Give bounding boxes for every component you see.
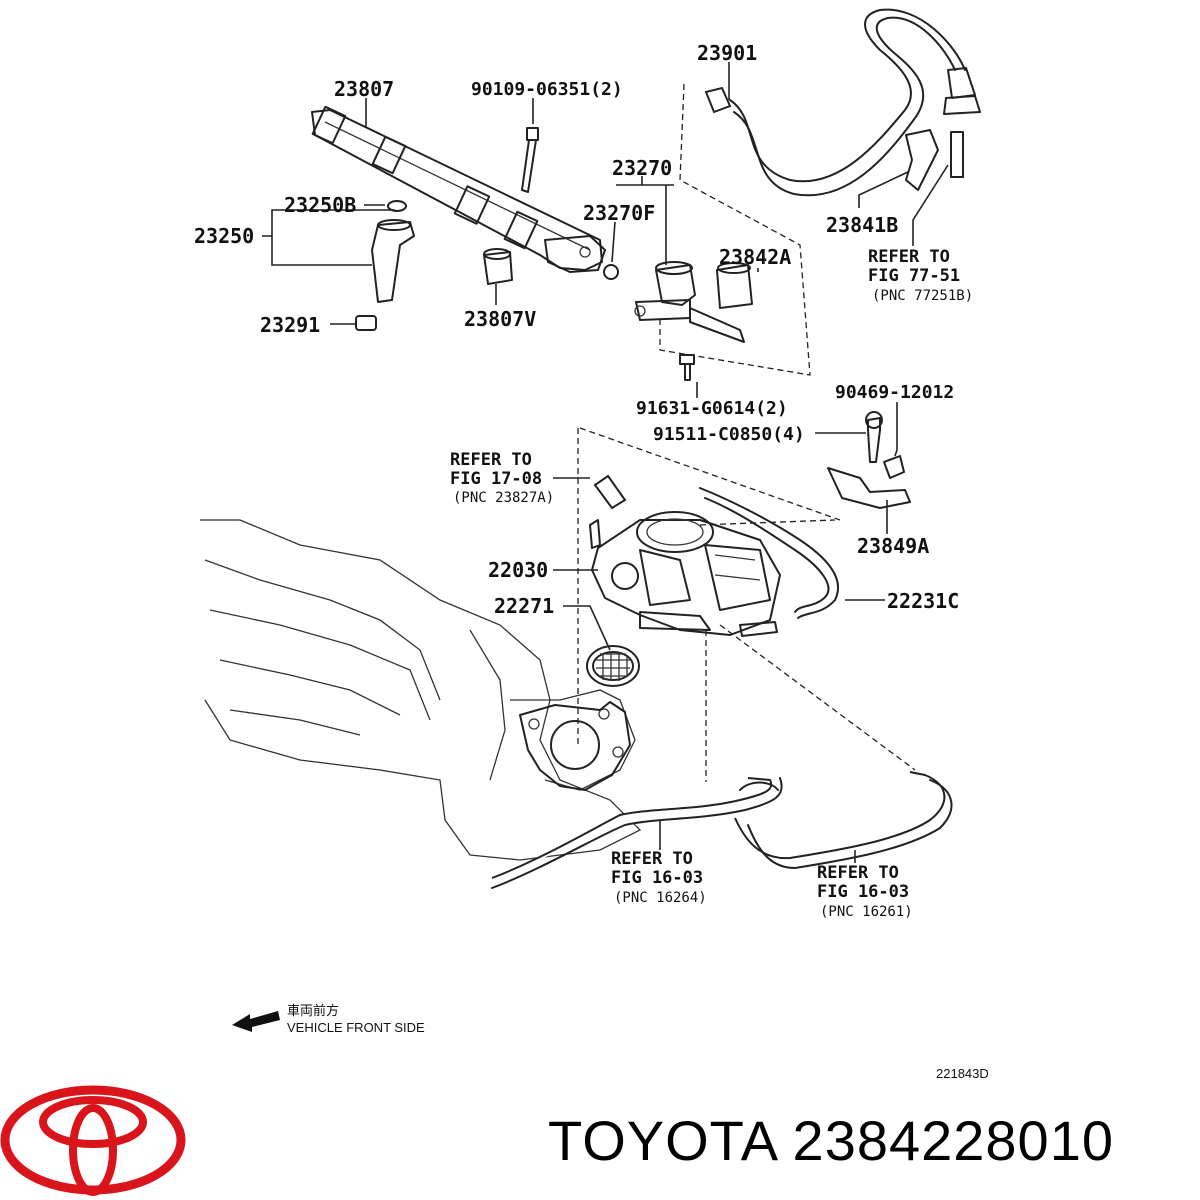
vehicle-front-indicator: 車両前方 VEHICLE FRONT SIDE	[232, 1003, 425, 1035]
throttle-body-drawing	[589, 474, 781, 637]
bracket-23849a-drawing	[827, 411, 911, 509]
fuel-rail-drawing	[311, 105, 619, 331]
ref-fig16a-line2: FIG 16-03	[611, 868, 703, 888]
ref-fig16a-line1: REFER TO	[611, 849, 693, 869]
label-23849a: 23849A	[857, 534, 929, 558]
mesh-gasket-drawing	[586, 645, 640, 687]
label-22231c: 22231C	[887, 589, 959, 613]
reference-fig-16-03-a: REFER TO FIG 16-03 (PNC 16264)	[611, 849, 707, 906]
label-90469-12012: 90469-12012	[835, 382, 954, 403]
ref-fig77-line1: REFER TO	[868, 247, 950, 267]
ref-fig16a-pnc: (PNC 16264)	[614, 890, 707, 906]
ref-fig77-line2: FIG 77-51	[868, 266, 960, 286]
label-23250: 23250	[194, 224, 254, 248]
label-23841b: 23841B	[826, 213, 898, 237]
hose-22231c-drawing	[699, 487, 840, 619]
label-23270f: 23270F	[583, 201, 655, 225]
front-label-english: VEHICLE FRONT SIDE	[287, 1020, 425, 1035]
vacuum-hose-drawing	[704, 8, 981, 197]
label-23807: 23807	[334, 77, 394, 101]
part-labels: 23807 90109-06351(2) 23901 23270 23270F …	[194, 41, 959, 618]
ref-fig16b-line1: REFER TO	[817, 863, 899, 883]
label-91631-g0614: 91631-G0614(2)	[636, 398, 788, 419]
assembly-dashed-lines	[577, 83, 916, 782]
label-23250b: 23250B	[284, 193, 356, 217]
front-arrow-icon	[232, 1011, 280, 1032]
diagram-id: 221843D	[936, 1066, 989, 1081]
label-23270: 23270	[612, 156, 672, 180]
part-number: 2384228010	[792, 1109, 1114, 1172]
ref-fig17-line1: REFER TO	[450, 450, 532, 470]
ref-fig16b-pnc: (PNC 16261)	[820, 904, 913, 920]
pressure-regulator-drawing	[634, 261, 753, 381]
ref-fig77-pnc: (PNC 77251B)	[872, 288, 973, 304]
reference-fig-17-08: REFER TO FIG 17-08 (PNC 23827A)	[450, 450, 554, 506]
ref-fig16b-line2: FIG 16-03	[817, 882, 909, 902]
reference-fig-16-03-b: REFER TO FIG 16-03 (PNC 16261)	[817, 863, 913, 920]
front-label-japanese: 車両前方	[287, 1003, 339, 1018]
reference-fig-77-51: REFER TO FIG 77-51 (PNC 77251B)	[868, 247, 973, 304]
intake-manifold-drawing	[200, 519, 642, 861]
label-22030: 22030	[488, 558, 548, 582]
label-23842a: 23842A	[719, 245, 791, 269]
brand-part-number: TOYOTA 2384228010	[548, 1108, 1114, 1173]
toyota-logo-icon	[0, 1085, 186, 1196]
label-91511-c0850: 91511-C0850(4)	[653, 424, 805, 445]
label-90109-06351: 90109-06351(2)	[471, 79, 623, 100]
coolant-hoses-drawing	[491, 771, 953, 889]
ref-fig17-line2: FIG 17-08	[450, 469, 542, 489]
label-23901: 23901	[697, 41, 757, 65]
label-22271: 22271	[494, 594, 554, 618]
ref-fig17-pnc: (PNC 23827A)	[453, 490, 554, 506]
brand-name: TOYOTA	[548, 1109, 776, 1172]
leader-lines	[262, 62, 949, 863]
label-23291: 23291	[260, 313, 320, 337]
label-23807v: 23807V	[464, 307, 536, 331]
